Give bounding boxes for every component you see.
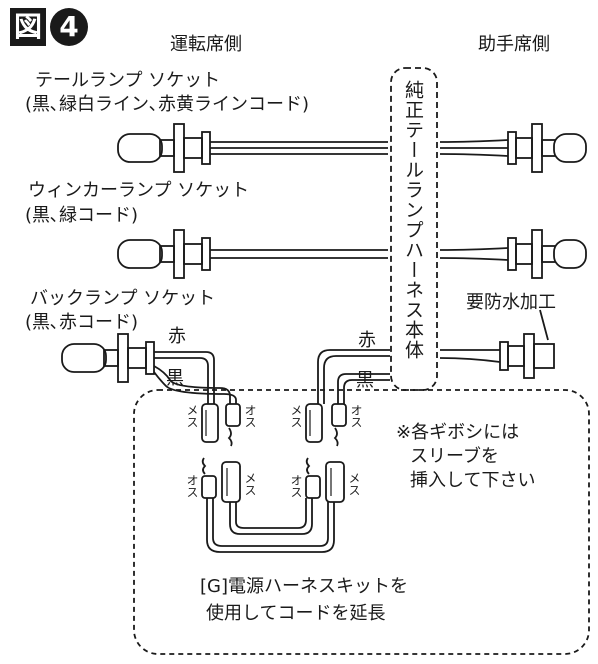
connector-top-1 xyxy=(201,403,219,443)
sleeve-note-line3: 挿入して下さい xyxy=(410,470,536,491)
back-right-wires xyxy=(439,349,501,363)
tail-socket-label: テールランプ ソケット xyxy=(35,70,221,91)
wire-red-right: 赤 xyxy=(358,330,376,351)
back-socket-wires: (黒､赤コード) xyxy=(25,312,139,333)
terminal-label-female: メス xyxy=(243,472,257,496)
wire-black-left: 黒 xyxy=(166,368,184,389)
sleeve-note-line2: スリーブを xyxy=(410,446,499,467)
terminal-label-male: オス xyxy=(289,474,303,498)
tail-lamp-left-icon xyxy=(117,123,211,173)
tail-socket-wires: (黒､緑白ライン､赤黄ラインコード) xyxy=(25,94,310,115)
kit-note-line1: [G]電源ハーネスキットを xyxy=(200,576,408,597)
terminal-label-male: オス xyxy=(349,404,363,428)
connector-bot-3 xyxy=(305,457,321,499)
harness-label: 純正テールランプハーネス本体 xyxy=(402,80,424,360)
connector-bot-1 xyxy=(201,457,217,499)
winker-wires xyxy=(210,247,509,261)
kit-box-outline xyxy=(133,389,590,655)
connector-top-3 xyxy=(305,403,323,443)
waterproof-label: 要防水加工 xyxy=(466,292,556,313)
kit-note-line2: 使用してコードを延長 xyxy=(206,603,386,624)
connector-top-2 xyxy=(225,403,241,447)
terminal-label-female: メス xyxy=(289,404,303,428)
sleeve-note-line1: ※各ギボシには xyxy=(396,422,520,443)
harness-back-wires xyxy=(317,349,390,404)
driver-side-header: 運転席側 xyxy=(170,34,242,55)
passenger-side-header: 助手席側 xyxy=(478,34,550,55)
extension-cable-outer xyxy=(206,498,335,553)
winker-socket-wires: (黒､緑コード) xyxy=(25,205,139,226)
connector-bot-4 xyxy=(325,461,345,503)
back-socket-right-icon xyxy=(499,309,555,379)
back-left-wires xyxy=(153,351,237,404)
terminal-label-female: メス xyxy=(347,472,361,496)
tail-wires xyxy=(210,139,509,157)
winker-socket-label: ウィンカーランプ ソケット xyxy=(28,180,250,201)
terminal-label-female: メス xyxy=(185,404,199,428)
connector-top-4 xyxy=(331,403,347,447)
terminal-label-male: オス xyxy=(185,474,199,498)
figure-badge: 図 xyxy=(10,8,46,46)
winker-lamp-left-icon xyxy=(117,229,211,279)
back-lamp-left-icon xyxy=(61,333,155,383)
winker-lamp-right-icon xyxy=(507,229,587,279)
tail-lamp-right-icon xyxy=(507,123,587,173)
terminal-label-male: オス xyxy=(243,404,257,428)
figure-number: 4 xyxy=(50,8,88,46)
wire-black-right: 黒 xyxy=(356,370,374,391)
wire-red-left: 赤 xyxy=(168,326,186,347)
extension-cable-inner xyxy=(229,498,313,535)
connector-bot-2 xyxy=(221,461,241,503)
back-socket-label: バックランプ ソケット xyxy=(30,288,216,309)
